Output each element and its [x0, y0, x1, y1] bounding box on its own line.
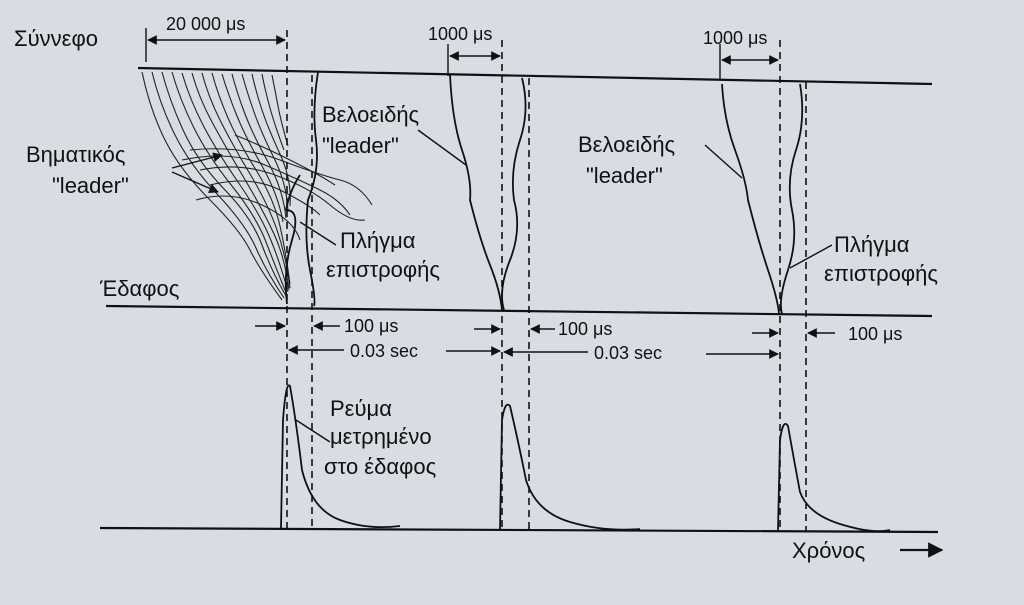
dart-duration-label-2: 1000 μs: [428, 24, 492, 44]
dart-leader-pointer-3: [704, 144, 743, 179]
current-label-2: μετρημένο: [330, 424, 432, 449]
time-axis-label: Χρόνος: [792, 538, 865, 563]
ground-line: [105, 304, 933, 318]
time-axis-line: [99, 526, 939, 534]
current-pulse-1: [280, 384, 401, 529]
dart-leader-pointer-2: [417, 129, 467, 166]
return-stroke-label-3: Πλήγμα: [834, 232, 910, 257]
ground-label: Έδαφος: [99, 276, 179, 301]
dart-leader-label-1: Βελοειδής: [322, 102, 419, 127]
dart-leader-sub-1: "leader": [322, 133, 399, 158]
current-label-3: στο έδαφος: [324, 454, 436, 479]
stepped-leader-pointer-2: [171, 171, 219, 193]
dart-leader-sub-3: "leader": [586, 163, 663, 188]
cloud-label: Σύννεφο: [14, 26, 98, 51]
separation-label-2: 0.03 sec: [594, 343, 662, 363]
current-pulse-3: [777, 422, 891, 533]
cloud-line: [137, 66, 933, 86]
return-stroke-sub-3: επιστροφής: [824, 261, 938, 286]
stepped-leader-pointer-1: [171, 152, 223, 169]
dart-leader-3: [721, 83, 780, 315]
gap-label-3: 100 μs: [848, 324, 902, 344]
dart-leader-label-3: Βελοειδής: [578, 132, 675, 157]
return-stroke-sub-1: επιστροφής: [326, 257, 440, 282]
return-stroke-1: [305, 71, 319, 307]
gap-label-2: 100 μs: [558, 319, 612, 339]
return-stroke-3: [779, 83, 804, 315]
gap-label-1: 100 μs: [344, 316, 398, 336]
dart-leader-2: [449, 73, 503, 311]
stepped-leader-hatching: [141, 71, 373, 305]
dart-duration-label-3: 1000 μs: [703, 28, 767, 48]
return-stroke-pointer-3: [789, 244, 833, 269]
return-stroke-2: [501, 77, 527, 311]
stepped-leader-label: Βηματικός: [26, 142, 125, 167]
current-label-1: Ρεύμα: [330, 396, 392, 421]
current-pointer: [295, 419, 331, 443]
stepped-duration-label: 20 000 μs: [166, 14, 245, 34]
separation-label-1: 0.03 sec: [350, 341, 418, 361]
current-pulse-2: [499, 403, 641, 531]
return-stroke-label-1: Πλήγμα: [340, 228, 416, 253]
stepped-leader-sub: "leader": [52, 173, 129, 198]
return-stroke-pointer-1: [299, 221, 337, 246]
